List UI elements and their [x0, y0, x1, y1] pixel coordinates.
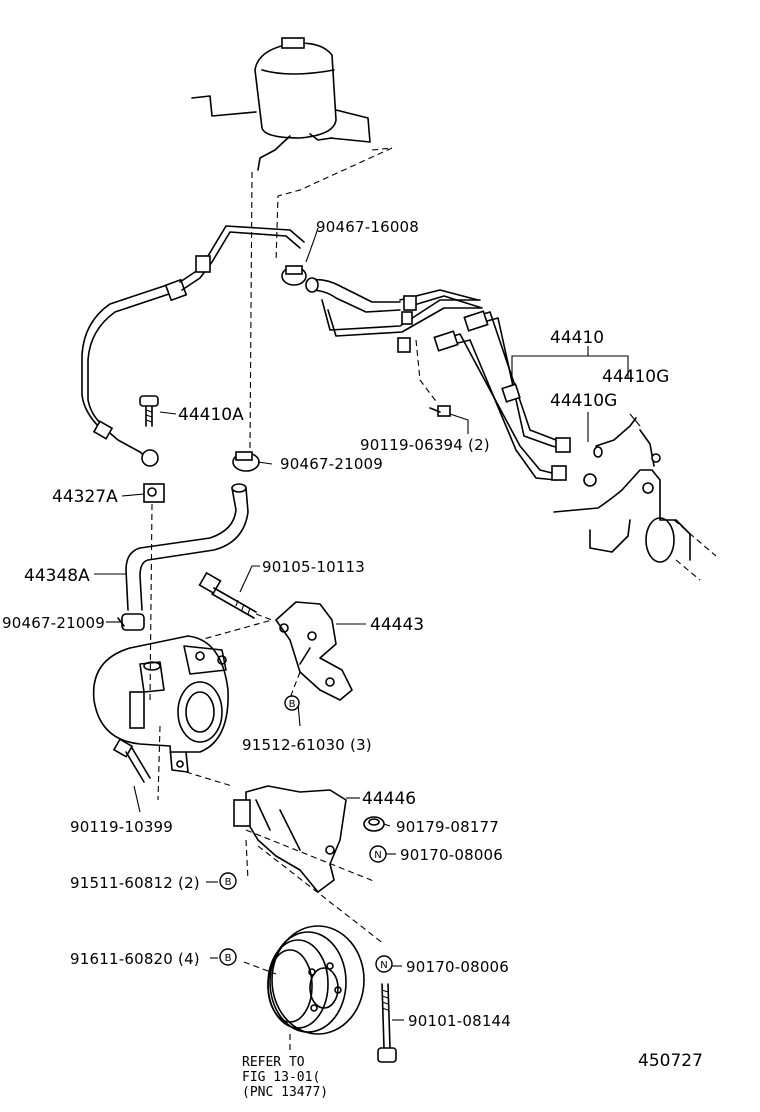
svg-text:B: B	[289, 699, 296, 710]
label-90119-10399: 90119-10399	[70, 818, 173, 836]
label-91512-61030: 91512-61030 (3)	[242, 736, 372, 754]
steering-gear	[553, 417, 717, 581]
marker-b-1: B	[284, 695, 300, 711]
bolt-90119-10399	[112, 738, 151, 783]
marker-b-2: B	[219, 872, 237, 890]
nut-90179-08177	[363, 816, 385, 832]
refer-note-line1: REFER TO	[242, 1055, 305, 1070]
label-44410: 44410	[550, 328, 604, 348]
svg-text:N: N	[380, 960, 387, 971]
label-90467-21009-top: 90467-21009	[280, 455, 383, 473]
label-90170-08006-b: 90170-08006	[406, 958, 509, 976]
label-90105-10113: 90105-10113	[262, 558, 365, 576]
label-90101-08144: 90101-08144	[408, 1012, 511, 1030]
marker-b-3: B	[219, 948, 237, 966]
pulley	[267, 925, 365, 1035]
return-lines	[305, 277, 571, 481]
refer-note-line3: (PNC 13477)	[242, 1085, 328, 1100]
label-44443: 44443	[370, 615, 424, 635]
clamp-90467-16008	[281, 265, 307, 286]
marker-n-2: N	[375, 955, 393, 973]
label-91511-60812: 91511-60812 (2)	[70, 874, 200, 892]
svg-text:B: B	[225, 953, 232, 964]
bracket-44443	[275, 601, 353, 701]
label-90467-16008: 90467-16008	[316, 218, 419, 236]
bolt-90101-08144	[377, 983, 397, 1063]
pressure-hose-assembly	[81, 225, 305, 467]
bolt-90105-10113	[198, 571, 257, 619]
label-44410A: 44410A	[178, 405, 244, 425]
label-90179-08177: 90179-08177	[396, 818, 499, 836]
reservoir-tank	[191, 37, 371, 171]
label-91611-60820: 91611-60820 (4)	[70, 950, 200, 968]
label-90170-08006-a: 90170-08006	[400, 846, 503, 864]
diagram-id: 450727	[638, 1051, 703, 1071]
label-44327A: 44327A	[52, 487, 118, 507]
clamp-90467-21009-top	[232, 451, 260, 472]
bracket-44446	[233, 785, 347, 893]
label-44410G-a: 44410G	[602, 367, 669, 387]
label-90467-21009-left: 90467-21009	[2, 614, 105, 632]
refer-note-line2: FIG 13-01(	[242, 1070, 320, 1085]
clamp-90467-21009-left	[117, 613, 145, 631]
label-90119-06394: 90119-06394 (2)	[360, 436, 490, 454]
power-steering-pump	[92, 635, 229, 773]
svg-text:N: N	[374, 850, 381, 861]
suction-hose-44348A	[125, 483, 249, 611]
bolt-44410A	[139, 395, 159, 427]
label-44410G-b: 44410G	[550, 391, 617, 411]
label-44348A: 44348A	[24, 566, 90, 586]
bolt-90119-06394	[429, 405, 451, 417]
label-44446: 44446	[362, 789, 416, 809]
svg-text:B: B	[225, 877, 232, 888]
leader-lines	[94, 227, 641, 1021]
union-44327A	[143, 483, 165, 503]
marker-n-1: N	[369, 845, 387, 863]
